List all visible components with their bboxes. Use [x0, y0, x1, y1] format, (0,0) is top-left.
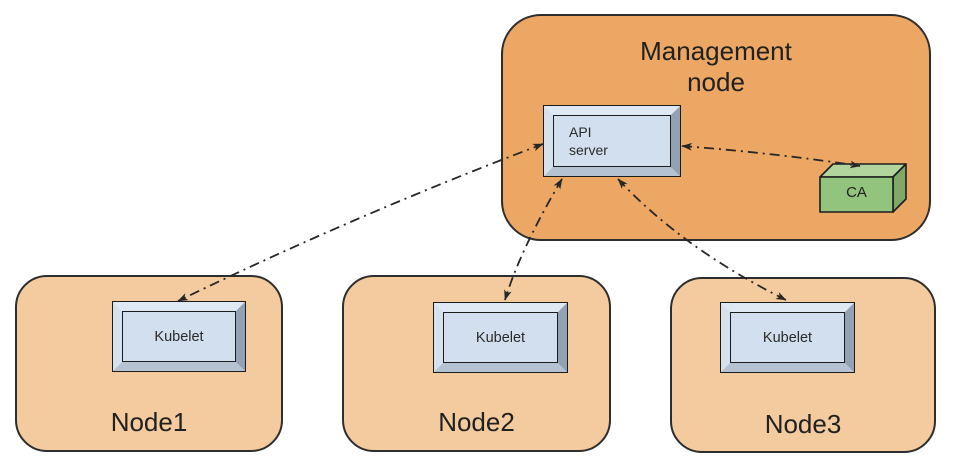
bevel-frame — [721, 303, 854, 372]
ca-label: CA — [846, 184, 867, 201]
node1-label: Node1 — [110, 407, 188, 437]
bevel-face: Kubelet — [730, 312, 845, 363]
node2-label: Node2 — [438, 407, 515, 437]
bevel-frame — [434, 303, 567, 372]
api-server-label: API server — [569, 123, 608, 159]
node3-kubelet-label: Kubelet — [762, 329, 813, 346]
node3-label: Node3 — [764, 409, 842, 439]
node1-kubelet-box: Kubelet — [112, 301, 246, 372]
bevel-face: API server — [553, 115, 671, 167]
node2-kubelet-label: Kubelet — [475, 329, 526, 346]
api-server-box: API server — [543, 105, 681, 177]
bevel-face: Kubelet — [443, 312, 558, 363]
bevel-face: Kubelet — [122, 311, 236, 362]
management-node-title: Management node — [640, 36, 792, 97]
node3-kubelet-box: Kubelet — [720, 302, 855, 373]
node1-kubelet-label: Kubelet — [154, 328, 204, 345]
bevel-frame — [544, 106, 680, 176]
node2-kubelet-box: Kubelet — [433, 302, 568, 373]
bevel-frame — [113, 302, 245, 371]
